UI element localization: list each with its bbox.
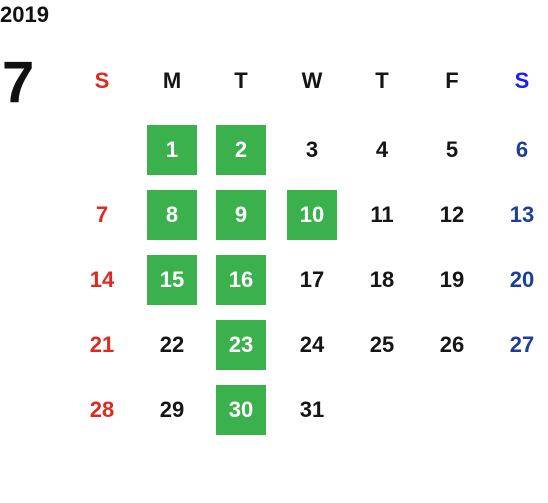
day-cell[interactable]: 28 — [89, 397, 115, 422]
weekday-friday: F — [445, 68, 459, 93]
day-cell[interactable]: 31 — [299, 397, 325, 422]
day-cell[interactable]: 6 — [515, 137, 529, 162]
day-cell[interactable]: 17 — [299, 267, 325, 292]
day-cell[interactable]: 8 — [147, 190, 197, 240]
day-cell[interactable]: 29 — [159, 397, 185, 422]
day-cell[interactable]: 3 — [305, 137, 319, 162]
day-cell[interactable]: 27 — [509, 332, 535, 357]
weekday-header-row: S M T W T F S — [0, 64, 548, 98]
day-cell[interactable]: 11 — [370, 202, 394, 227]
day-cell[interactable]: 22 — [159, 332, 185, 357]
day-cell[interactable]: 12 — [439, 202, 465, 227]
day-cell[interactable]: 14 — [89, 267, 115, 292]
day-cell[interactable]: 18 — [369, 267, 395, 292]
day-cell[interactable]: 2 — [216, 125, 266, 175]
day-cell[interactable]: 13 — [509, 202, 535, 227]
day-cell[interactable]: 9 — [216, 190, 266, 240]
day-cell[interactable]: 25 — [369, 332, 395, 357]
day-cell[interactable]: 21 — [89, 332, 115, 357]
day-cell[interactable]: 24 — [299, 332, 325, 357]
day-cell[interactable]: 7 — [95, 202, 109, 227]
weekday-thursday: T — [375, 68, 389, 93]
day-cell[interactable]: 16 — [216, 255, 266, 305]
weekday-sunday: S — [94, 68, 110, 93]
weekday-wednesday: W — [301, 68, 323, 93]
day-cell[interactable]: 10 — [287, 190, 337, 240]
day-cell[interactable]: 15 — [147, 255, 197, 305]
day-cell[interactable]: 19 — [439, 267, 465, 292]
day-cell[interactable]: 4 — [375, 137, 389, 162]
month-number: 7 — [2, 50, 35, 115]
weekday-tuesday: T — [234, 68, 248, 93]
day-cell[interactable]: 1 — [147, 125, 197, 175]
day-cell[interactable]: 30 — [216, 385, 266, 435]
day-cell[interactable]: 5 — [445, 137, 459, 162]
weekday-monday: M — [162, 68, 182, 93]
day-cell[interactable]: 20 — [509, 267, 535, 292]
day-cell[interactable]: 23 — [216, 320, 266, 370]
year-label: 2019 — [0, 2, 49, 27]
weekday-saturday: S — [514, 68, 530, 93]
day-cell[interactable]: 26 — [439, 332, 465, 357]
